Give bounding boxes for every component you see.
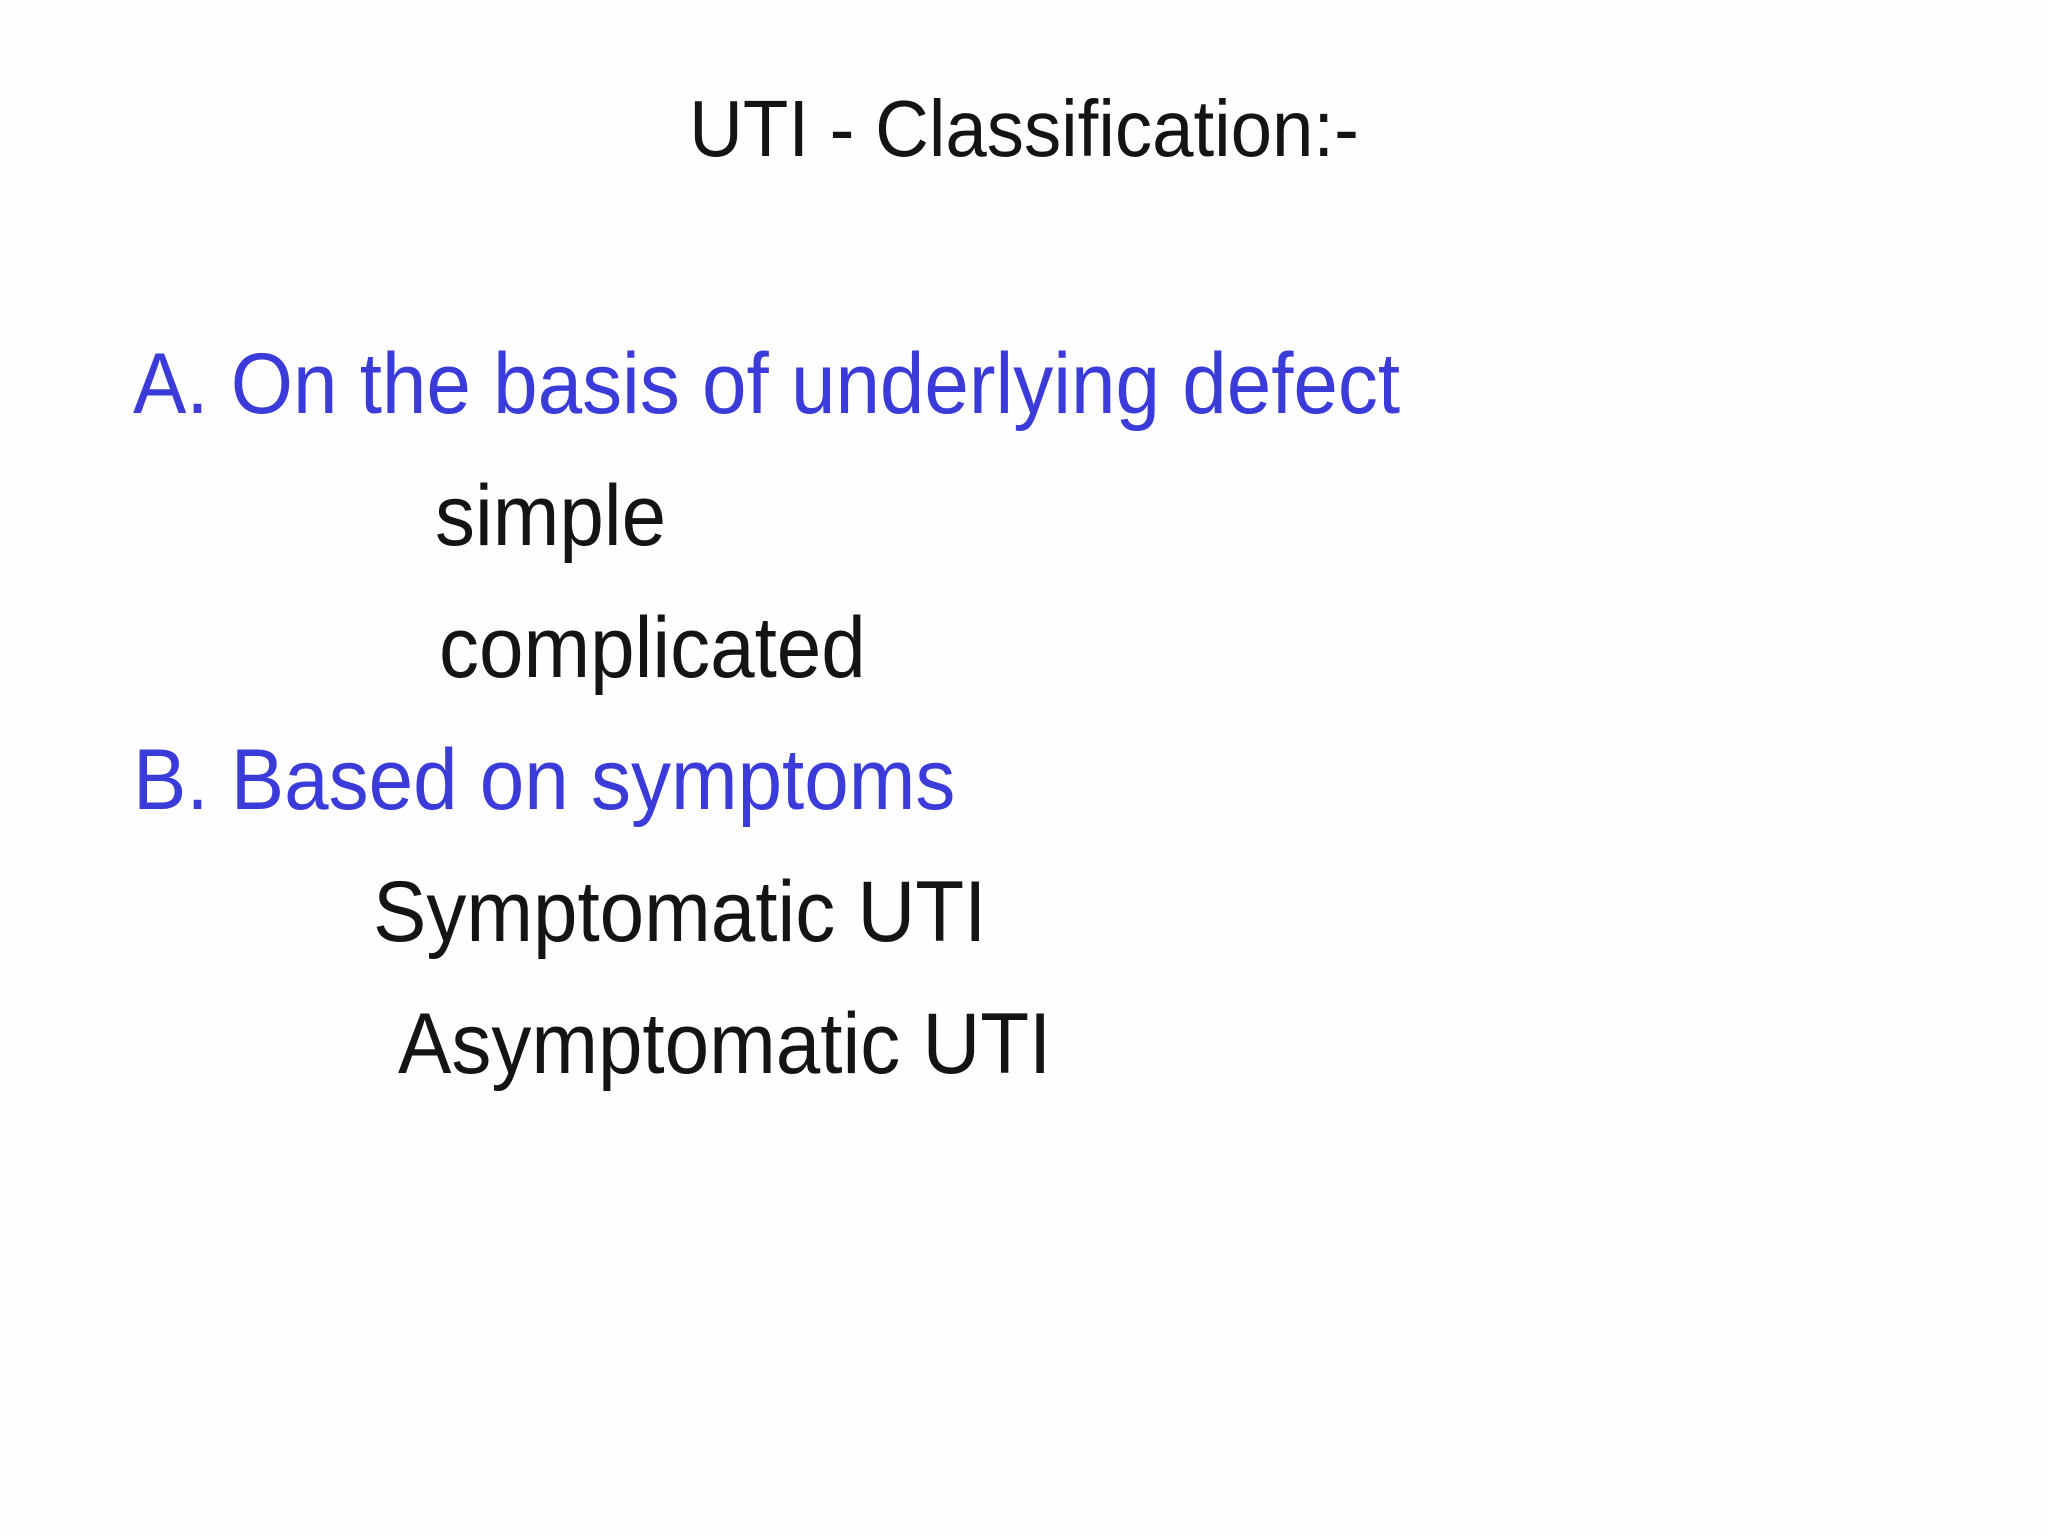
section-a-item-complicated: complicated: [439, 600, 866, 696]
section-a-item-simple: simple: [435, 468, 667, 564]
section-a-heading: A. On the basis of underlying defect: [133, 336, 1401, 432]
section-b-item-symptomatic: Symptomatic UTI: [373, 864, 987, 960]
section-b-heading: B. Based on symptoms: [133, 732, 956, 828]
slide-title: UTI - Classification:-: [689, 84, 1359, 173]
section-b-item-asymptomatic: Asymptomatic UTI: [398, 996, 1052, 1092]
